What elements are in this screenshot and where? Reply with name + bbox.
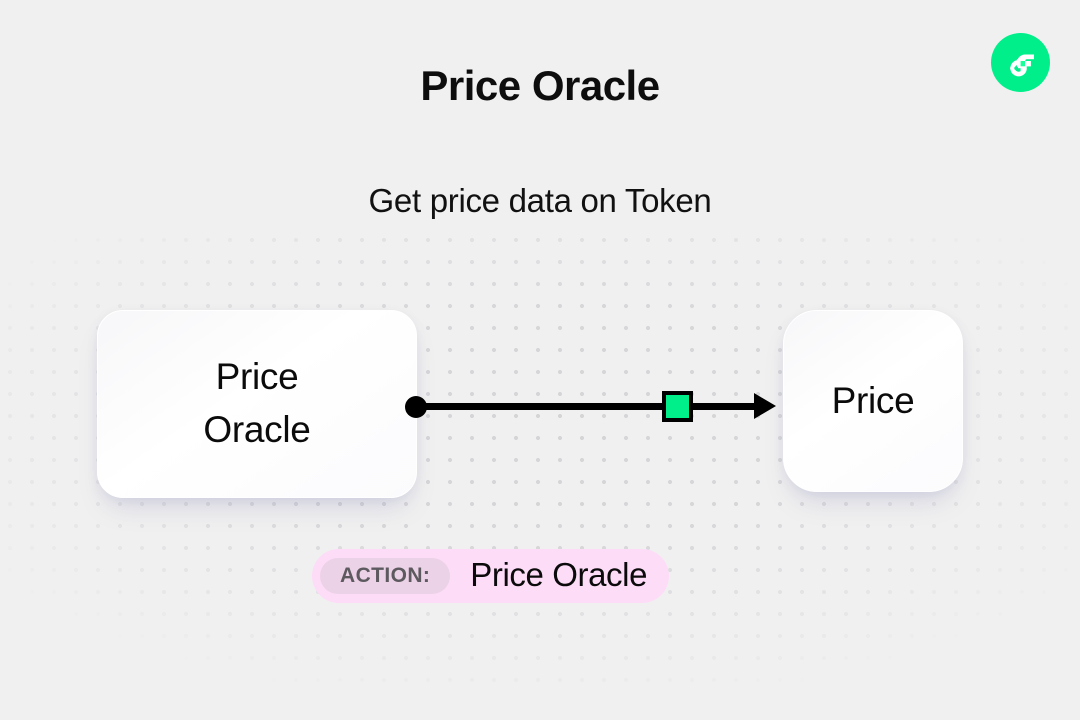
arrow-head-icon xyxy=(754,393,776,419)
node-price-oracle[interactable]: Price Oracle xyxy=(97,310,417,498)
green-square-marker-icon[interactable] xyxy=(662,391,693,422)
node-label-line-2: Oracle xyxy=(203,409,311,450)
action-badge[interactable]: ACTION: Price Oracle xyxy=(312,549,670,603)
node-label-line-1: Price xyxy=(215,356,299,398)
flow-blockchain-logo-icon xyxy=(991,33,1050,92)
edge-line xyxy=(416,403,756,410)
page-subtitle: Get price data on Token xyxy=(368,182,712,219)
node-price[interactable]: Price xyxy=(783,310,963,492)
node-price-oracle-label: Price Oracle xyxy=(203,351,310,456)
action-badge-value: Price Oracle xyxy=(470,556,648,593)
page-title: Price Oracle xyxy=(420,62,660,109)
action-badge-prefix: ACTION: xyxy=(320,558,451,594)
node-price-label: Price xyxy=(831,380,915,421)
